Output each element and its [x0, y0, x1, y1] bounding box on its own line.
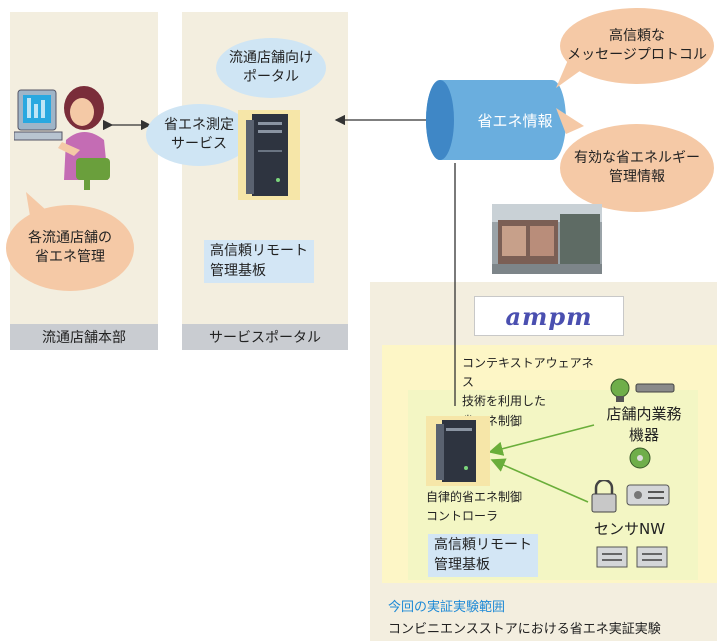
store-headquarters-label: 流通店舗本部 [10, 324, 158, 350]
autonomous-controller-label: 自律的省エネ制御 コントローラ [426, 490, 523, 524]
experiment-scope-label: 今回の実証実験範囲 [388, 600, 506, 615]
operator-at-computer-icon [14, 86, 110, 190]
sensor-network-label: センサNW [594, 520, 666, 538]
service-portal-label: サービスポータル [182, 324, 348, 350]
arrow-equipment-controller [488, 424, 595, 456]
store-remote-management-tag: 高信頼リモート 管理基板 [428, 534, 538, 578]
store-energy-management-bubble: 各流通店舗の 省エネ管理 [6, 205, 134, 291]
controller-server-icon [426, 416, 490, 486]
ampm-logo: ampm [474, 296, 624, 336]
context-awareness-text: コンテキストアウェアネス 技術を利用した 省エネ制御 [462, 356, 594, 428]
reliable-message-protocol-bubble: 高信頼な メッセージプロトコル [560, 8, 714, 84]
store-equipment-icons [610, 378, 675, 402]
sensor-panel-icon-1 [596, 546, 628, 568]
fan-icon [629, 447, 651, 469]
ampm-logo-text: ampm [505, 301, 593, 331]
energy-info-label: 省エネ情報 [477, 112, 553, 130]
reliable-remote-management-tag: 高信頼リモート 管理基板 [204, 240, 314, 284]
energy-measurement-service-bubble: 省エネ測定 サービス [146, 104, 252, 166]
bubble-tail [556, 108, 584, 134]
bubble-tail [26, 192, 46, 216]
energy-info-database-icon [426, 80, 566, 160]
sensor-panel-icon-2 [636, 546, 668, 568]
store-equipment-label: 店舗内業務 機器 [606, 405, 682, 444]
portal-server-icon [238, 110, 300, 200]
bubble-tail [556, 60, 584, 88]
arrow-sensor-controller [490, 458, 589, 503]
energy-management-info-bubble: 有効な省エネルギー 管理情報 [560, 124, 714, 212]
padlock-icon [591, 480, 617, 513]
convenience-store-photo [492, 204, 602, 274]
sensor-device-icon [626, 484, 670, 506]
experiment-caption: コンビニエンスストアにおける省エネ実証実験 [388, 622, 661, 637]
portal-bubble: 流通店舗向け ポータル [216, 38, 326, 98]
